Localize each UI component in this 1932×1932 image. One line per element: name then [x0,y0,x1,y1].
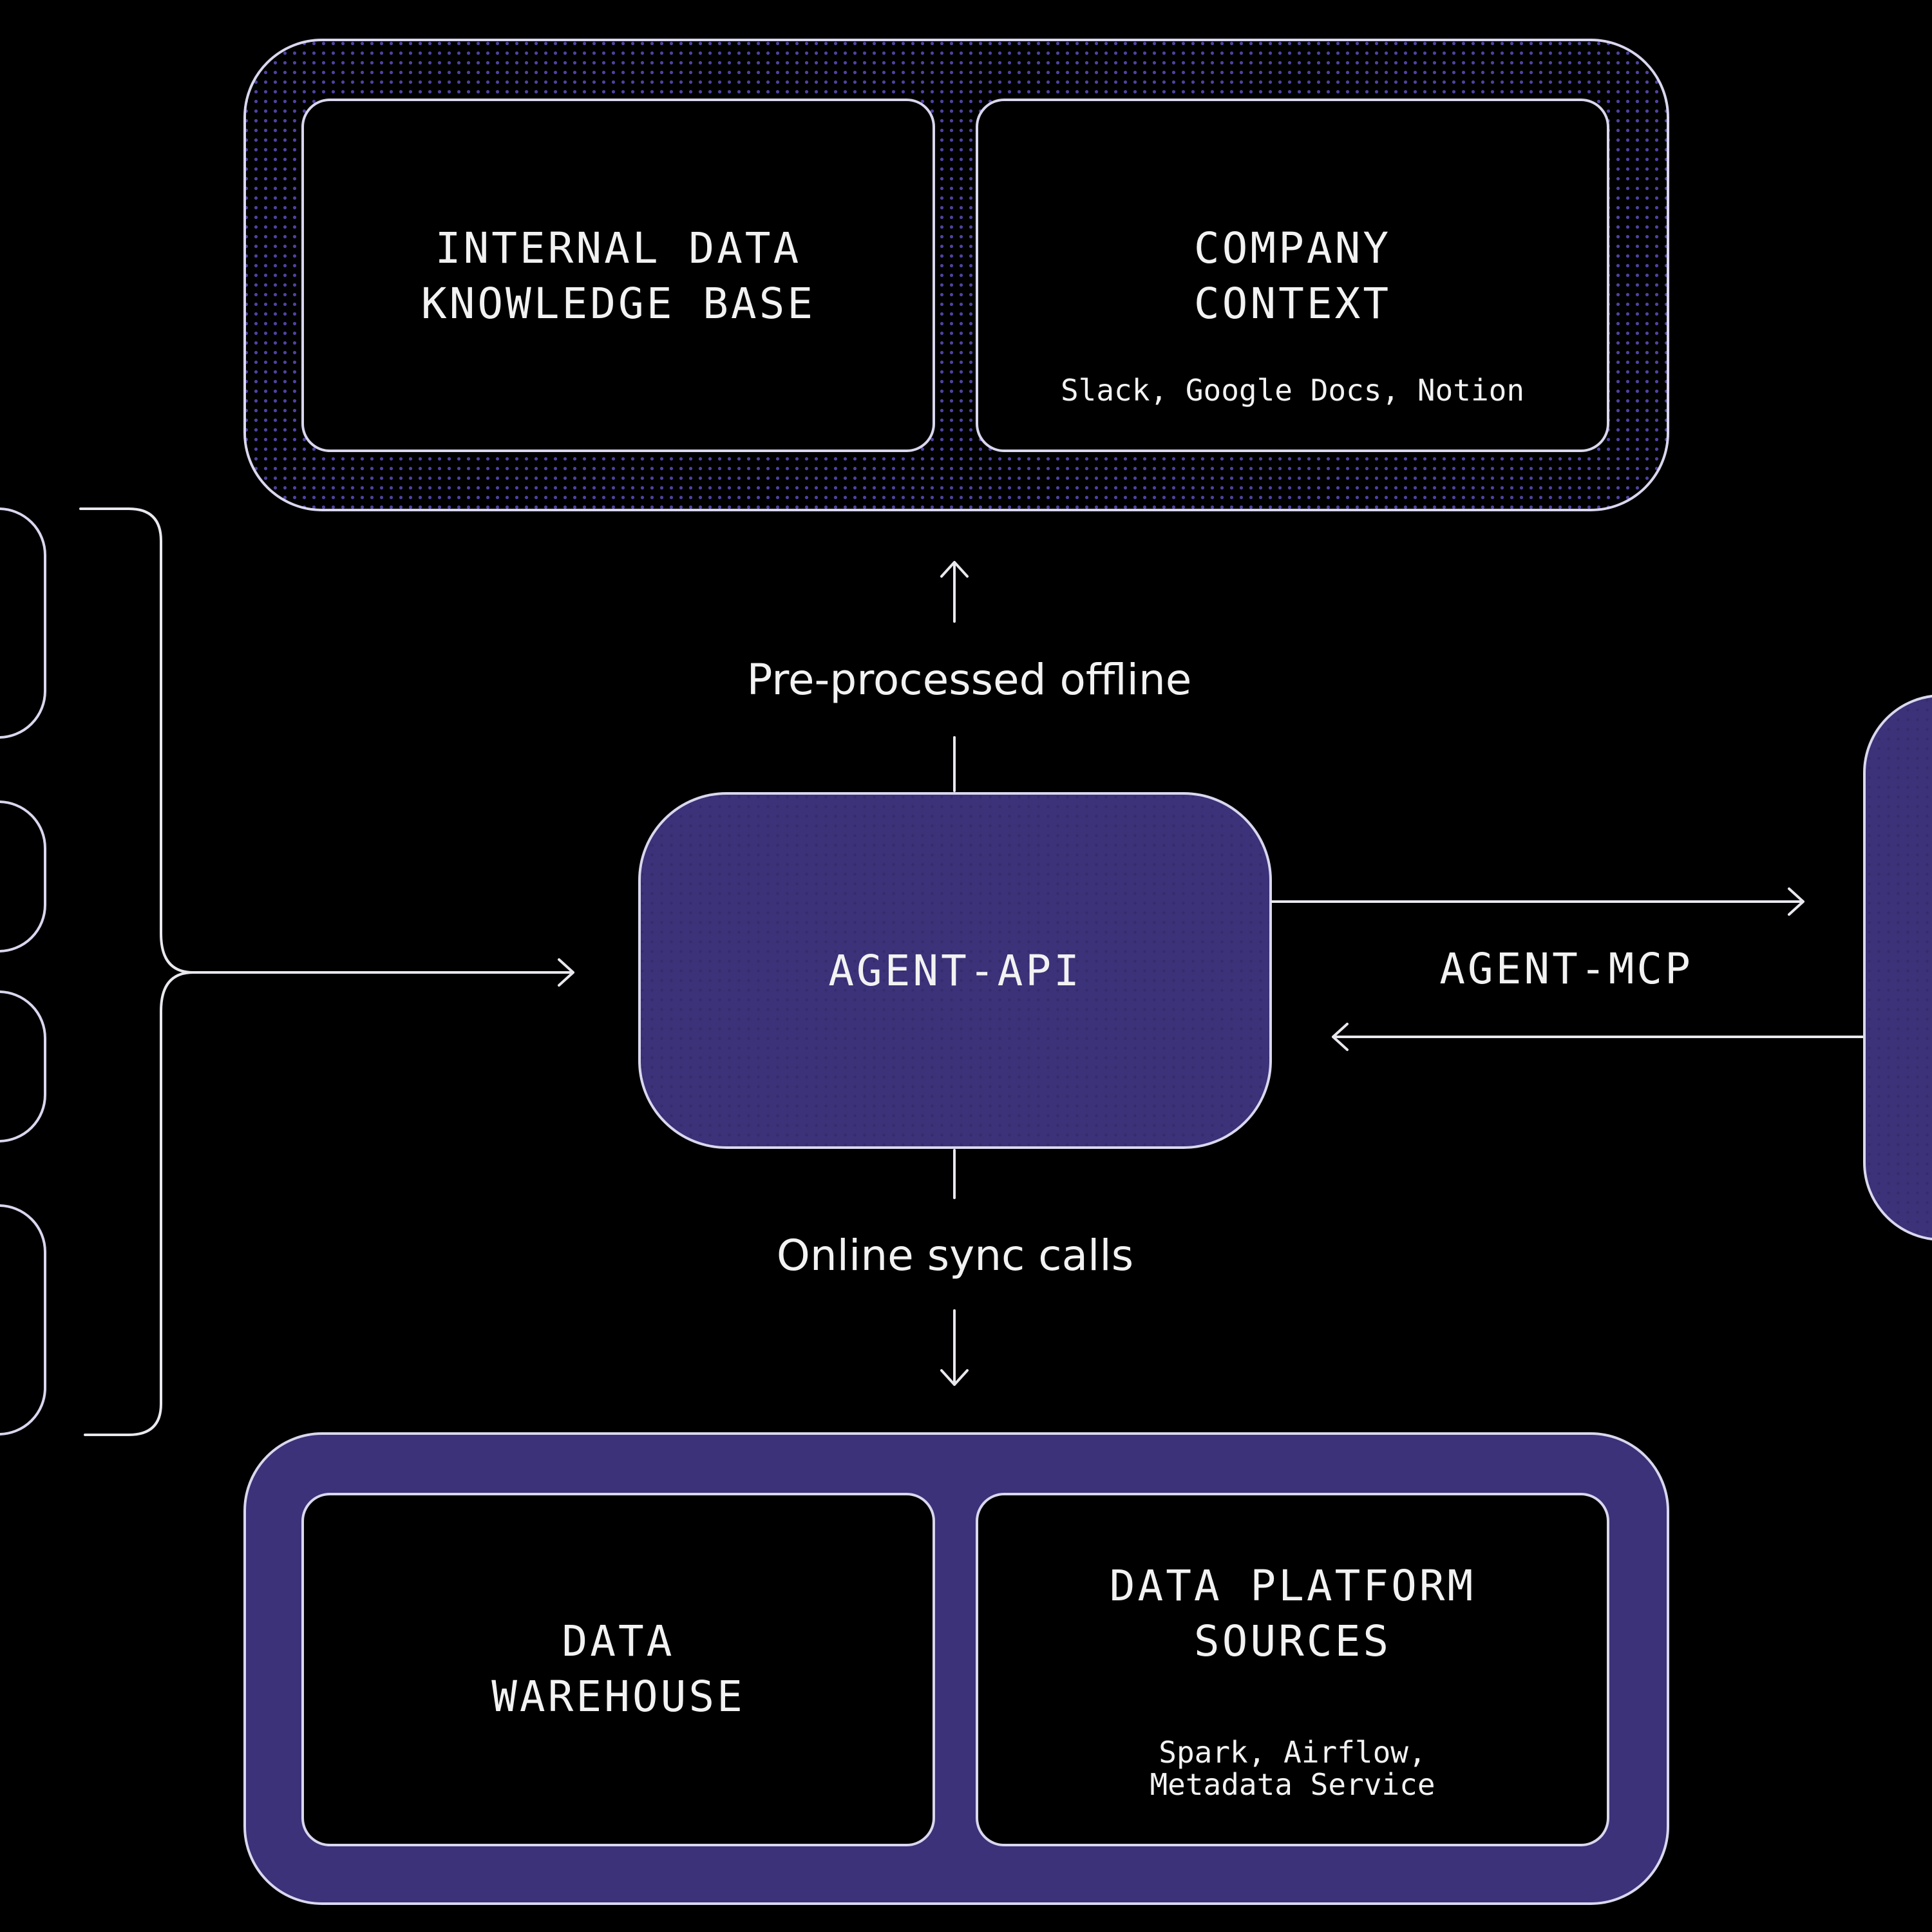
left-client-box-3 [0,990,46,1142]
up-arrow-icon [940,561,969,623]
internal-data-knowledge-base-box: INTERNAL DATA KNOWLEDGE BASE [301,99,935,452]
right-arrow-icon [1271,887,1804,916]
data-warehouse-title-line2: WAREHOUSE [491,1672,745,1721]
agent-api-title: AGENT-API [828,946,1082,996]
pre-processed-offline-label: Pre-processed offline [747,655,1192,705]
data-platform-sources-box: DATA PLATFORM SOURCES Spark, Airflow, Me… [976,1493,1609,1846]
left-arrow-icon [1332,1023,1866,1051]
company-context-title-line2: CONTEXT [1194,279,1391,328]
up-flow: Pre-processed offline [747,561,1192,792]
data-warehouse-title-line1: DATA [562,1616,675,1666]
data-platform-sources-title-line1: DATA PLATFORM [1110,1561,1476,1611]
right-arrow-to-agent-api-icon [237,958,574,987]
data-platform-sources-subtitle-line2: Metadata Service [1150,1767,1435,1802]
left-bracket [79,507,240,1436]
internal-data-knowledge-base-title-line1: INTERNAL DATA [435,223,802,273]
down-arrow-icon [940,1309,969,1386]
top-group: INTERNAL DATA KNOWLEDGE BASE COMPANY CON… [243,39,1669,511]
data-platform-sources-title-line2: SOURCES [1194,1616,1391,1666]
company-context-box: COMPANY CONTEXT Slack, Google Docs, Noti… [976,99,1609,452]
mcp-client-box [1863,694,1932,1241]
internal-data-knowledge-base-title-line2: KNOWLEDGE BASE [421,279,815,328]
down-flow: Online sync calls [777,1149,1133,1386]
data-warehouse-box: DATA WAREHOUSE [301,1493,935,1846]
bottom-group: DATA WAREHOUSE DATA PLATFORM SOURCES Spa… [243,1432,1669,1905]
data-platform-sources-subtitle-line1: Spark, Airflow, [1159,1735,1426,1770]
left-client-box-1 [0,507,46,739]
online-sync-calls-label: Online sync calls [777,1231,1133,1280]
left-client-group [0,507,574,1436]
left-client-box-4 [0,1204,46,1435]
agent-mcp-label: AGENT-MCP [1439,944,1693,994]
agent-api-box: AGENT-API [638,792,1272,1149]
left-client-box-2 [0,800,46,952]
company-context-subtitle: Slack, Google Docs, Notion [1061,373,1524,408]
company-context-title-line1: COMPANY [1194,223,1391,273]
agent-mcp-link: AGENT-MCP [1271,887,1866,1051]
